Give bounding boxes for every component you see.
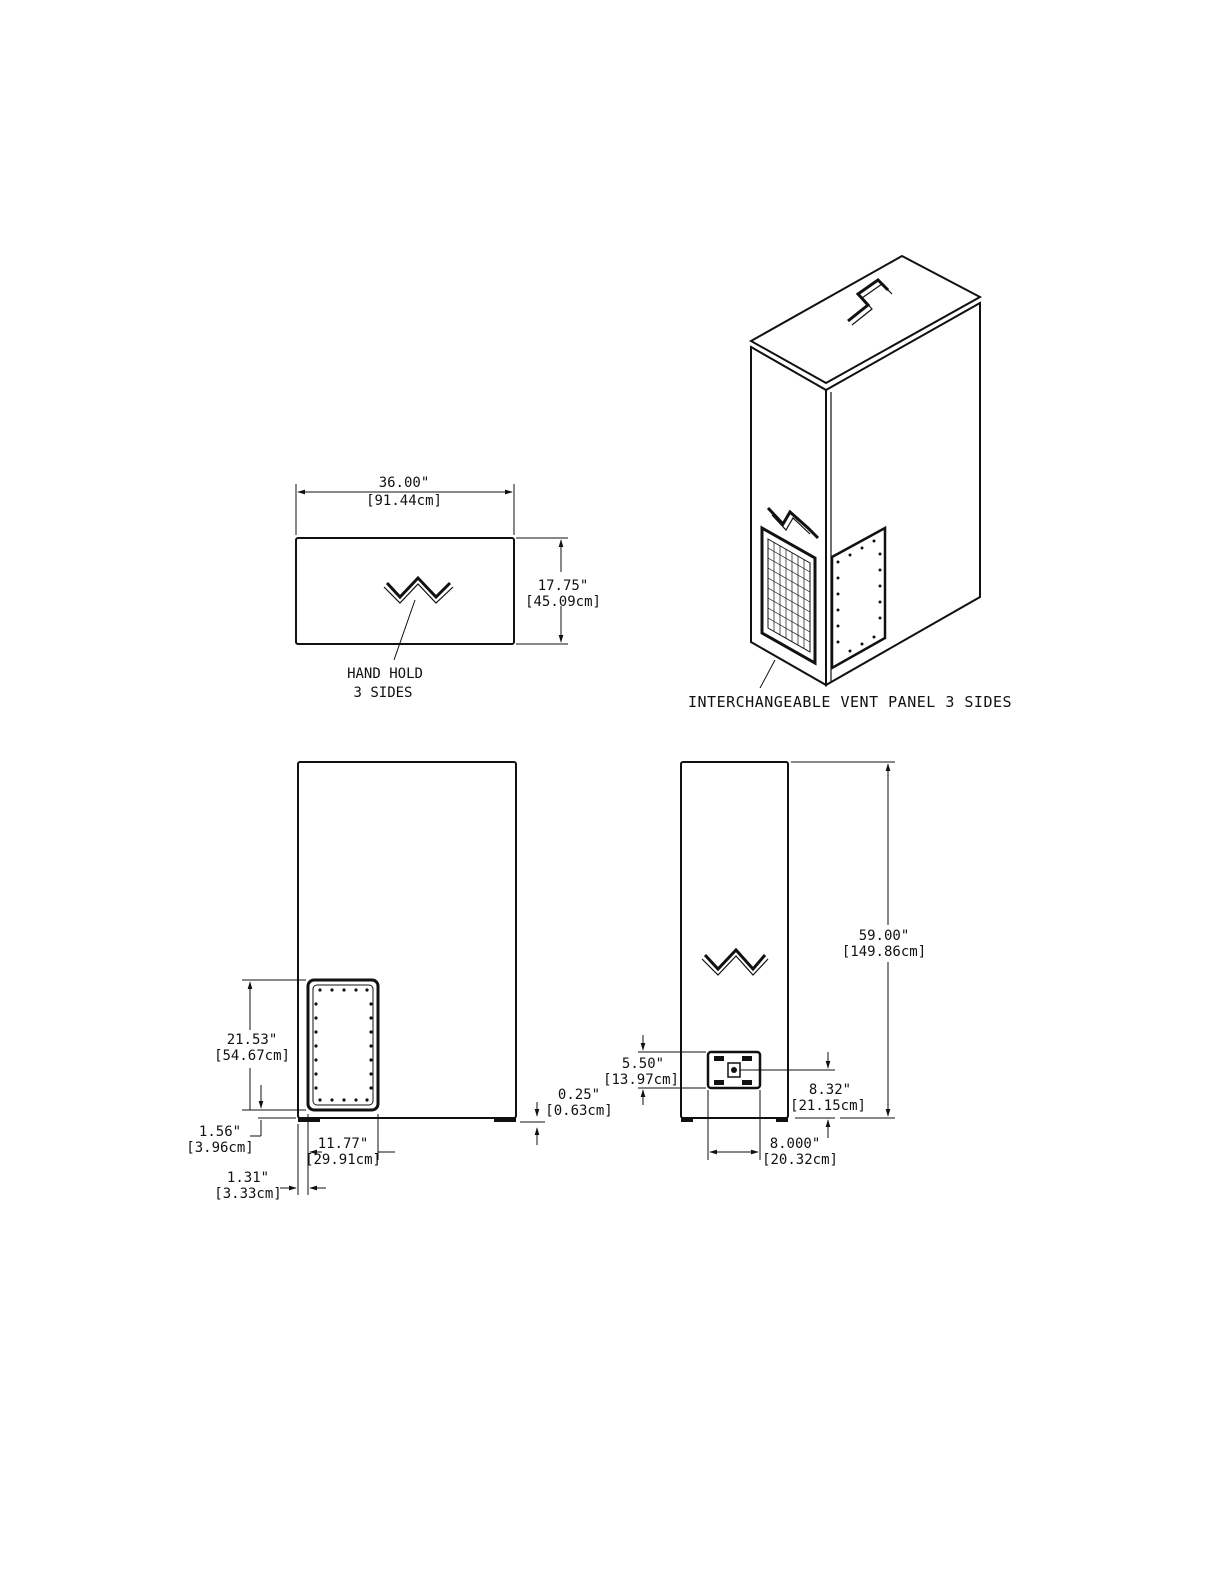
dim-width-cm: [91.44cm] xyxy=(366,493,442,509)
dim-vent-height-in: 21.53" xyxy=(227,1032,278,1048)
dim-width-in: 36.00" xyxy=(379,475,430,491)
note-hand-hold-line1: HAND HOLD xyxy=(347,666,423,682)
dim-vent-width-in: 11.77" xyxy=(318,1136,369,1152)
dim-foot-cm: [0.63cm] xyxy=(545,1103,612,1119)
dim-depth-cm: [45.09cm] xyxy=(525,594,601,610)
isometric-view: INTERCHANGEABLE VENT PANEL 3 SIDES xyxy=(688,256,1012,711)
side-view: 5.50" [13.97cm] 8.32" [21.15cm] 8.000" [… xyxy=(603,762,926,1168)
dim-plate-height-cm: [13.97cm] xyxy=(603,1072,679,1088)
dim-plate-elev-cm: [21.15cm] xyxy=(790,1098,866,1114)
dim-vent-width-cm: [29.91cm] xyxy=(305,1152,381,1168)
dim-plate-elev-in: 8.32" xyxy=(809,1082,851,1098)
front-view: 21.53" [54.67cm] 1.56" [3.96cm] 11.77" [… xyxy=(186,762,612,1202)
note-hand-hold-line2: 3 SIDES xyxy=(353,685,412,701)
dim-plate-width-cm: [20.32cm] xyxy=(762,1152,838,1168)
dim-plate-height-in: 5.50" xyxy=(622,1056,664,1072)
dim-depth-in: 17.75" xyxy=(538,578,589,594)
dim-vent-left-cm: [3.33cm] xyxy=(214,1186,281,1202)
dim-height-cm: [149.86cm] xyxy=(842,944,926,960)
dim-height-in: 59.00" xyxy=(859,928,910,944)
dim-vent-bottom-in: 1.56" xyxy=(199,1124,241,1140)
note-vent-panel: INTERCHANGEABLE VENT PANEL 3 SIDES xyxy=(688,693,1012,711)
dim-vent-height-cm: [54.67cm] xyxy=(214,1048,290,1064)
dim-foot-in: 0.25" xyxy=(558,1087,600,1103)
dim-vent-bottom-cm: [3.96cm] xyxy=(186,1140,253,1156)
dim-vent-left-in: 1.31" xyxy=(227,1170,269,1186)
dim-plate-width-in: 8.000" xyxy=(770,1136,821,1152)
top-view: 36.00" [91.44cm] 17.75" [45.09cm] HAND H… xyxy=(296,475,601,701)
